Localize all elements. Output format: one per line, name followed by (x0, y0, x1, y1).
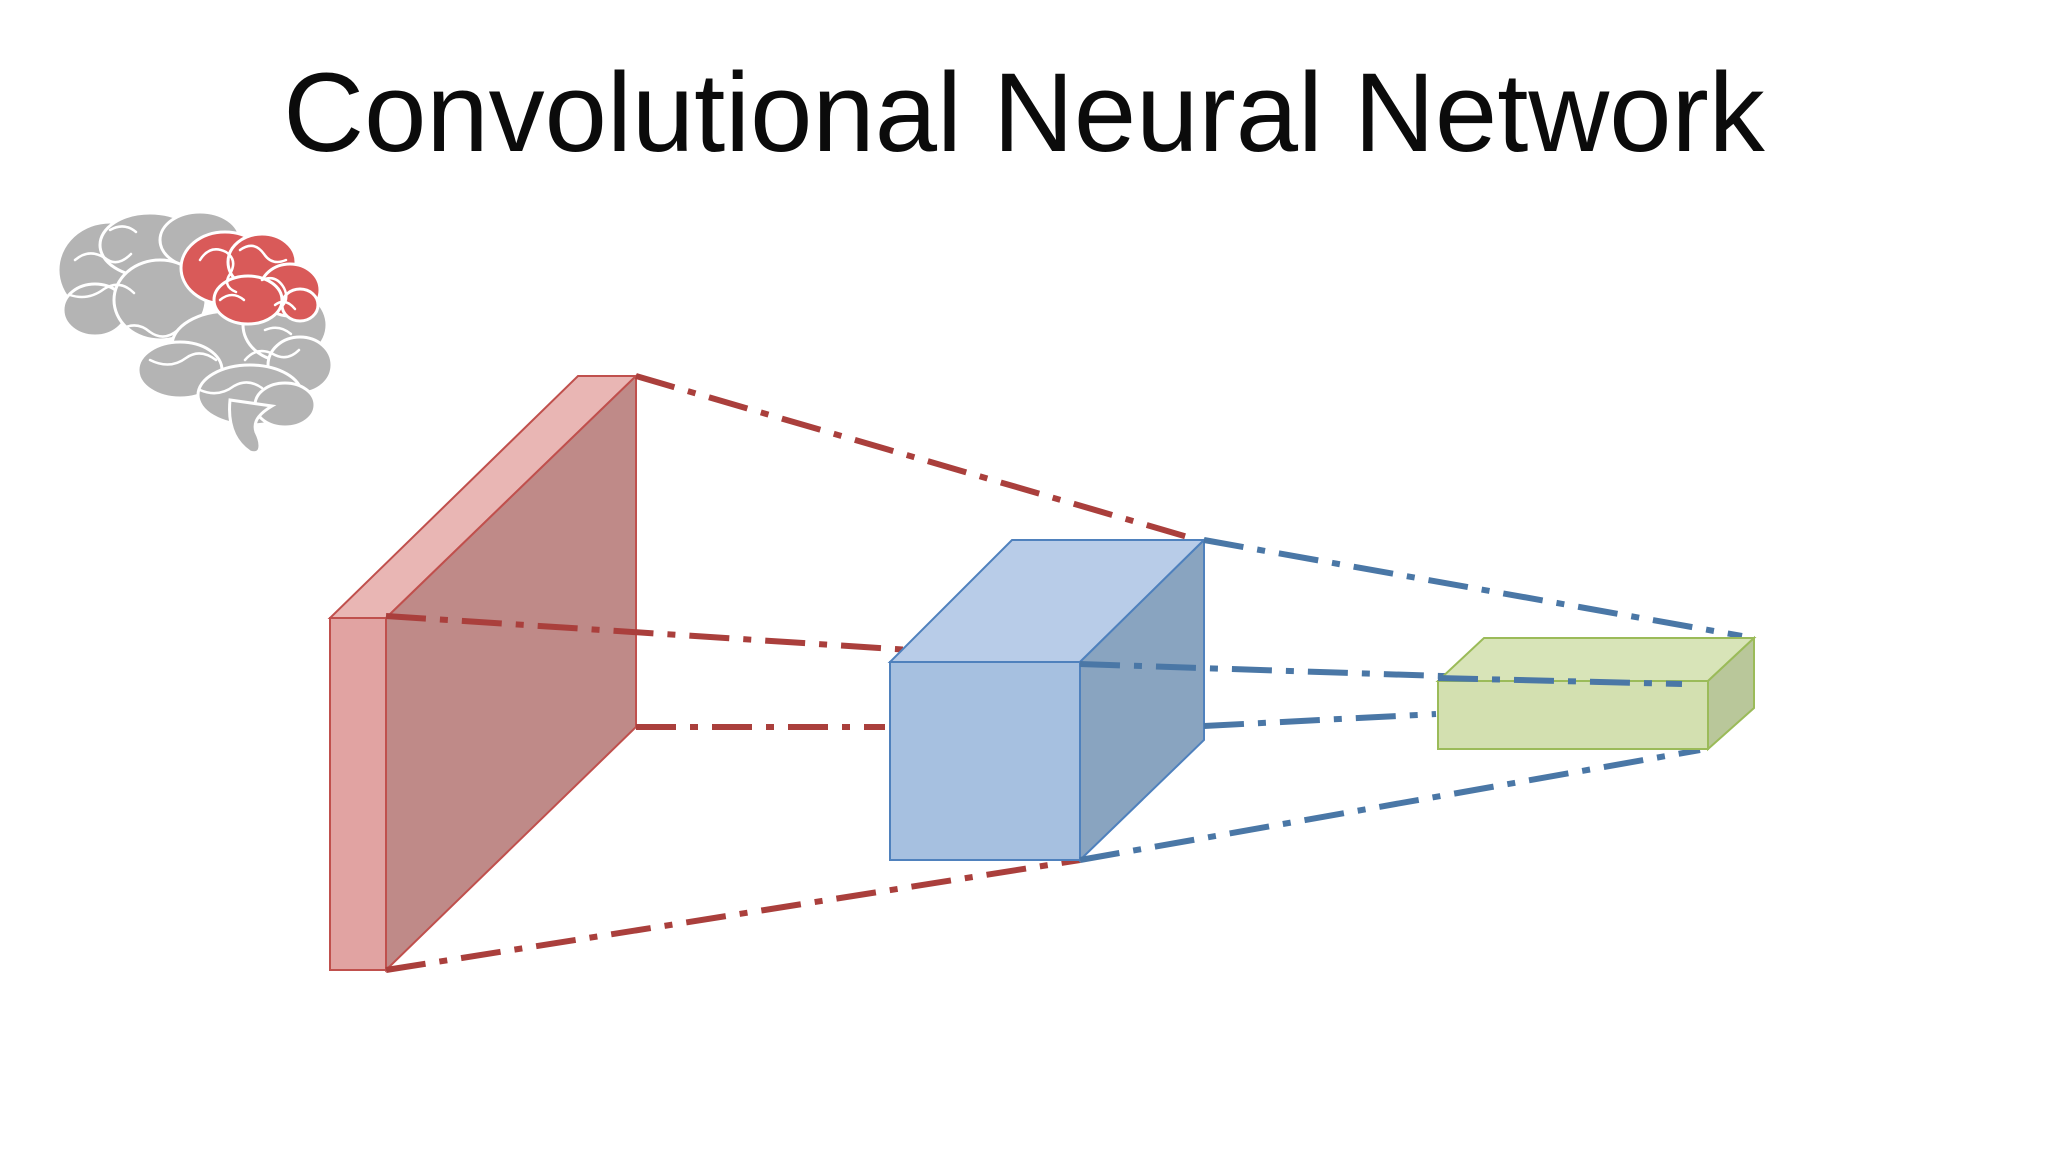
hidden-volume-side-face (1079, 537, 1205, 863)
output-volume (1435, 635, 1757, 752)
hidden-volume (887, 537, 1207, 863)
input-connectors (385, 373, 1199, 973)
connector-blue-upper-middle (1079, 661, 1683, 687)
connector-upper-middle (385, 613, 1081, 664)
slide-title: Convolutional Neural Network (283, 50, 1765, 175)
connector-bottom (385, 857, 1081, 973)
hidden-volume-front-face (889, 661, 1081, 861)
hidden-connectors (1079, 537, 1743, 863)
input-volume (327, 373, 639, 973)
connector-top (635, 373, 1199, 543)
output-volume-side-face (1707, 635, 1755, 752)
input-volume-front-face (329, 617, 387, 971)
connector-blue-lower-middle (1203, 711, 1437, 729)
output-volume-top-face (1435, 637, 1757, 682)
output-volume-front-face (1437, 680, 1709, 750)
connector-blue-bottom (1079, 747, 1701, 863)
connector-blue-top (1203, 537, 1743, 639)
brain-icon (56, 210, 334, 455)
